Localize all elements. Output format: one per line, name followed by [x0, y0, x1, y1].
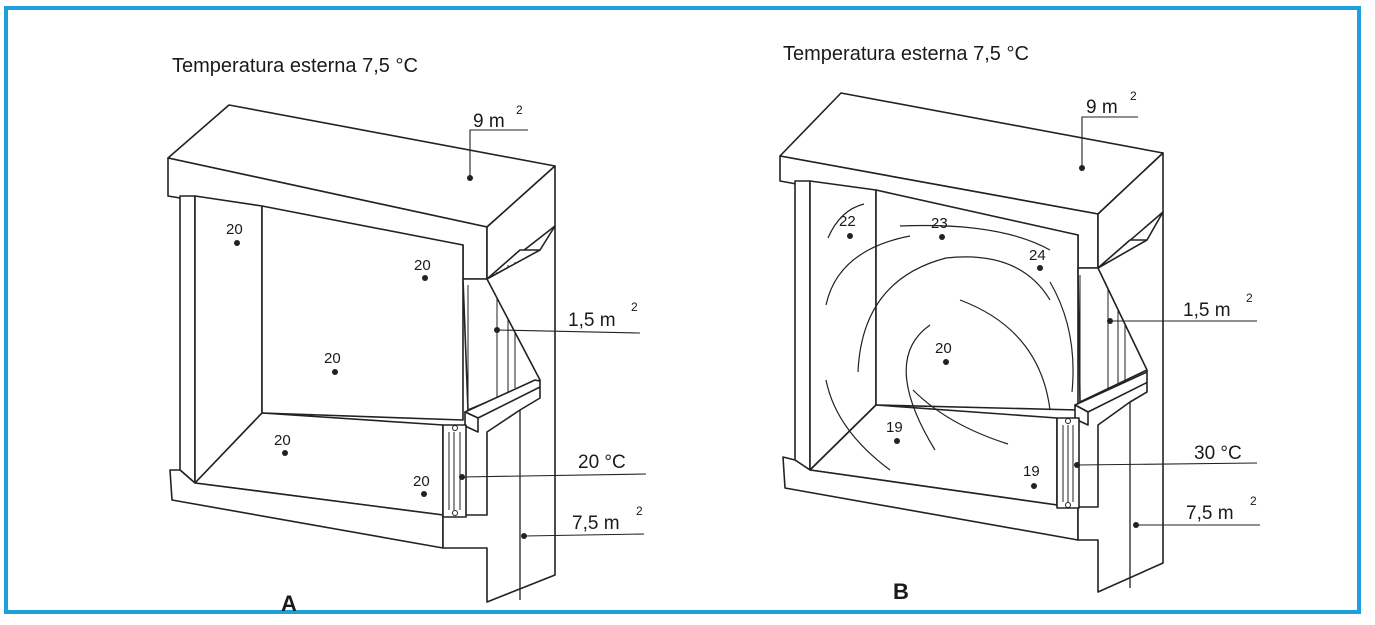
svg-text:22: 22: [839, 213, 856, 230]
panel-a-floor: [169, 412, 444, 549]
panel-a-ceiling-sup: 2: [516, 103, 523, 117]
svg-text:23: 23: [931, 215, 948, 232]
panel-b-floor-label: 7,5 m 2: [1133, 494, 1260, 528]
panel-b-ceiling-area: 9 m: [1086, 97, 1118, 118]
panel-b: Temperatura esterna 7,5 °C: [779, 43, 1260, 604]
panel-b-right-wall: [1077, 211, 1164, 593]
panel-b-window-label: 1,5 m 2: [1107, 291, 1257, 324]
panel-b-floor-area: 7,5 m: [1186, 503, 1234, 524]
svg-text:20: 20: [226, 221, 243, 238]
panel-a-window-sup: 2: [631, 300, 638, 314]
reading-point: 23: [931, 215, 948, 240]
panel-a-radiator: [442, 424, 467, 518]
svg-text:20: 20: [324, 350, 341, 367]
panel-b-ceiling-label: 9 m 2: [1079, 89, 1138, 171]
reading-point: 19: [886, 419, 903, 444]
panel-b-letter: B: [893, 579, 909, 604]
panel-a-window-label: 1,5 m 2: [494, 300, 641, 334]
panel-a-ceiling-area: 9 m: [473, 111, 505, 132]
panel-a: Temperatura esterna 7,5 °C: [167, 55, 647, 616]
reading-point: 20: [414, 257, 431, 281]
panel-a-left-wall: [179, 195, 263, 484]
reading-point: 24: [1029, 247, 1046, 271]
panel-a-right-wall: [442, 225, 556, 603]
panel-b-convection-arcs: [825, 203, 1074, 471]
reading-point: 19: [1023, 463, 1040, 489]
panel-a-window-area: 1,5 m: [568, 310, 616, 331]
svg-text:20: 20: [413, 473, 430, 490]
panel-a-letter: A: [281, 591, 297, 616]
svg-text:20: 20: [414, 257, 431, 274]
panel-b-radiator: [1056, 417, 1080, 509]
reading-point: 20: [274, 432, 291, 456]
reading-point: 22: [839, 213, 856, 239]
svg-text:20: 20: [935, 340, 952, 357]
panel-a-floor-area: 7,5 m: [572, 513, 620, 534]
reading-point: 20: [324, 350, 341, 375]
panel-a-readings: 20 20 20 20 20: [226, 221, 431, 497]
panel-a-radiator-label: 20 °C: [459, 452, 647, 480]
svg-text:24: 24: [1029, 247, 1046, 264]
panel-b-radiator-label: 30 °C: [1074, 443, 1258, 468]
panel-a-ceiling-label: 9 m 2: [467, 103, 528, 181]
panel-b-ceiling-sup: 2: [1130, 89, 1137, 103]
panel-b-left-wall: [794, 180, 877, 471]
panel-b-readings: 22 23 24 20 19 19: [839, 213, 1046, 489]
reading-point: 20: [413, 473, 430, 497]
panel-b-radiator-temp: 30 °C: [1194, 443, 1242, 464]
reading-point: 20: [935, 340, 952, 365]
panel-b-floor-sup: 2: [1250, 494, 1257, 508]
panel-a-floor-label: 7,5 m 2: [521, 504, 645, 539]
panel-a-floor-sup: 2: [636, 504, 643, 518]
panel-a-back-wall: [261, 205, 464, 421]
panel-b-window-sup: 2: [1246, 291, 1253, 305]
svg-text:20: 20: [274, 432, 291, 449]
panel-b-title: Temperatura esterna 7,5 °C: [783, 43, 1029, 65]
panel-a-radiator-temp: 20 °C: [578, 452, 626, 473]
reading-point: 20: [226, 221, 243, 246]
svg-text:19: 19: [886, 419, 903, 436]
panel-b-window-area: 1,5 m: [1183, 300, 1231, 321]
svg-text:19: 19: [1023, 463, 1040, 480]
panel-a-title: Temperatura esterna 7,5 °C: [172, 55, 418, 77]
